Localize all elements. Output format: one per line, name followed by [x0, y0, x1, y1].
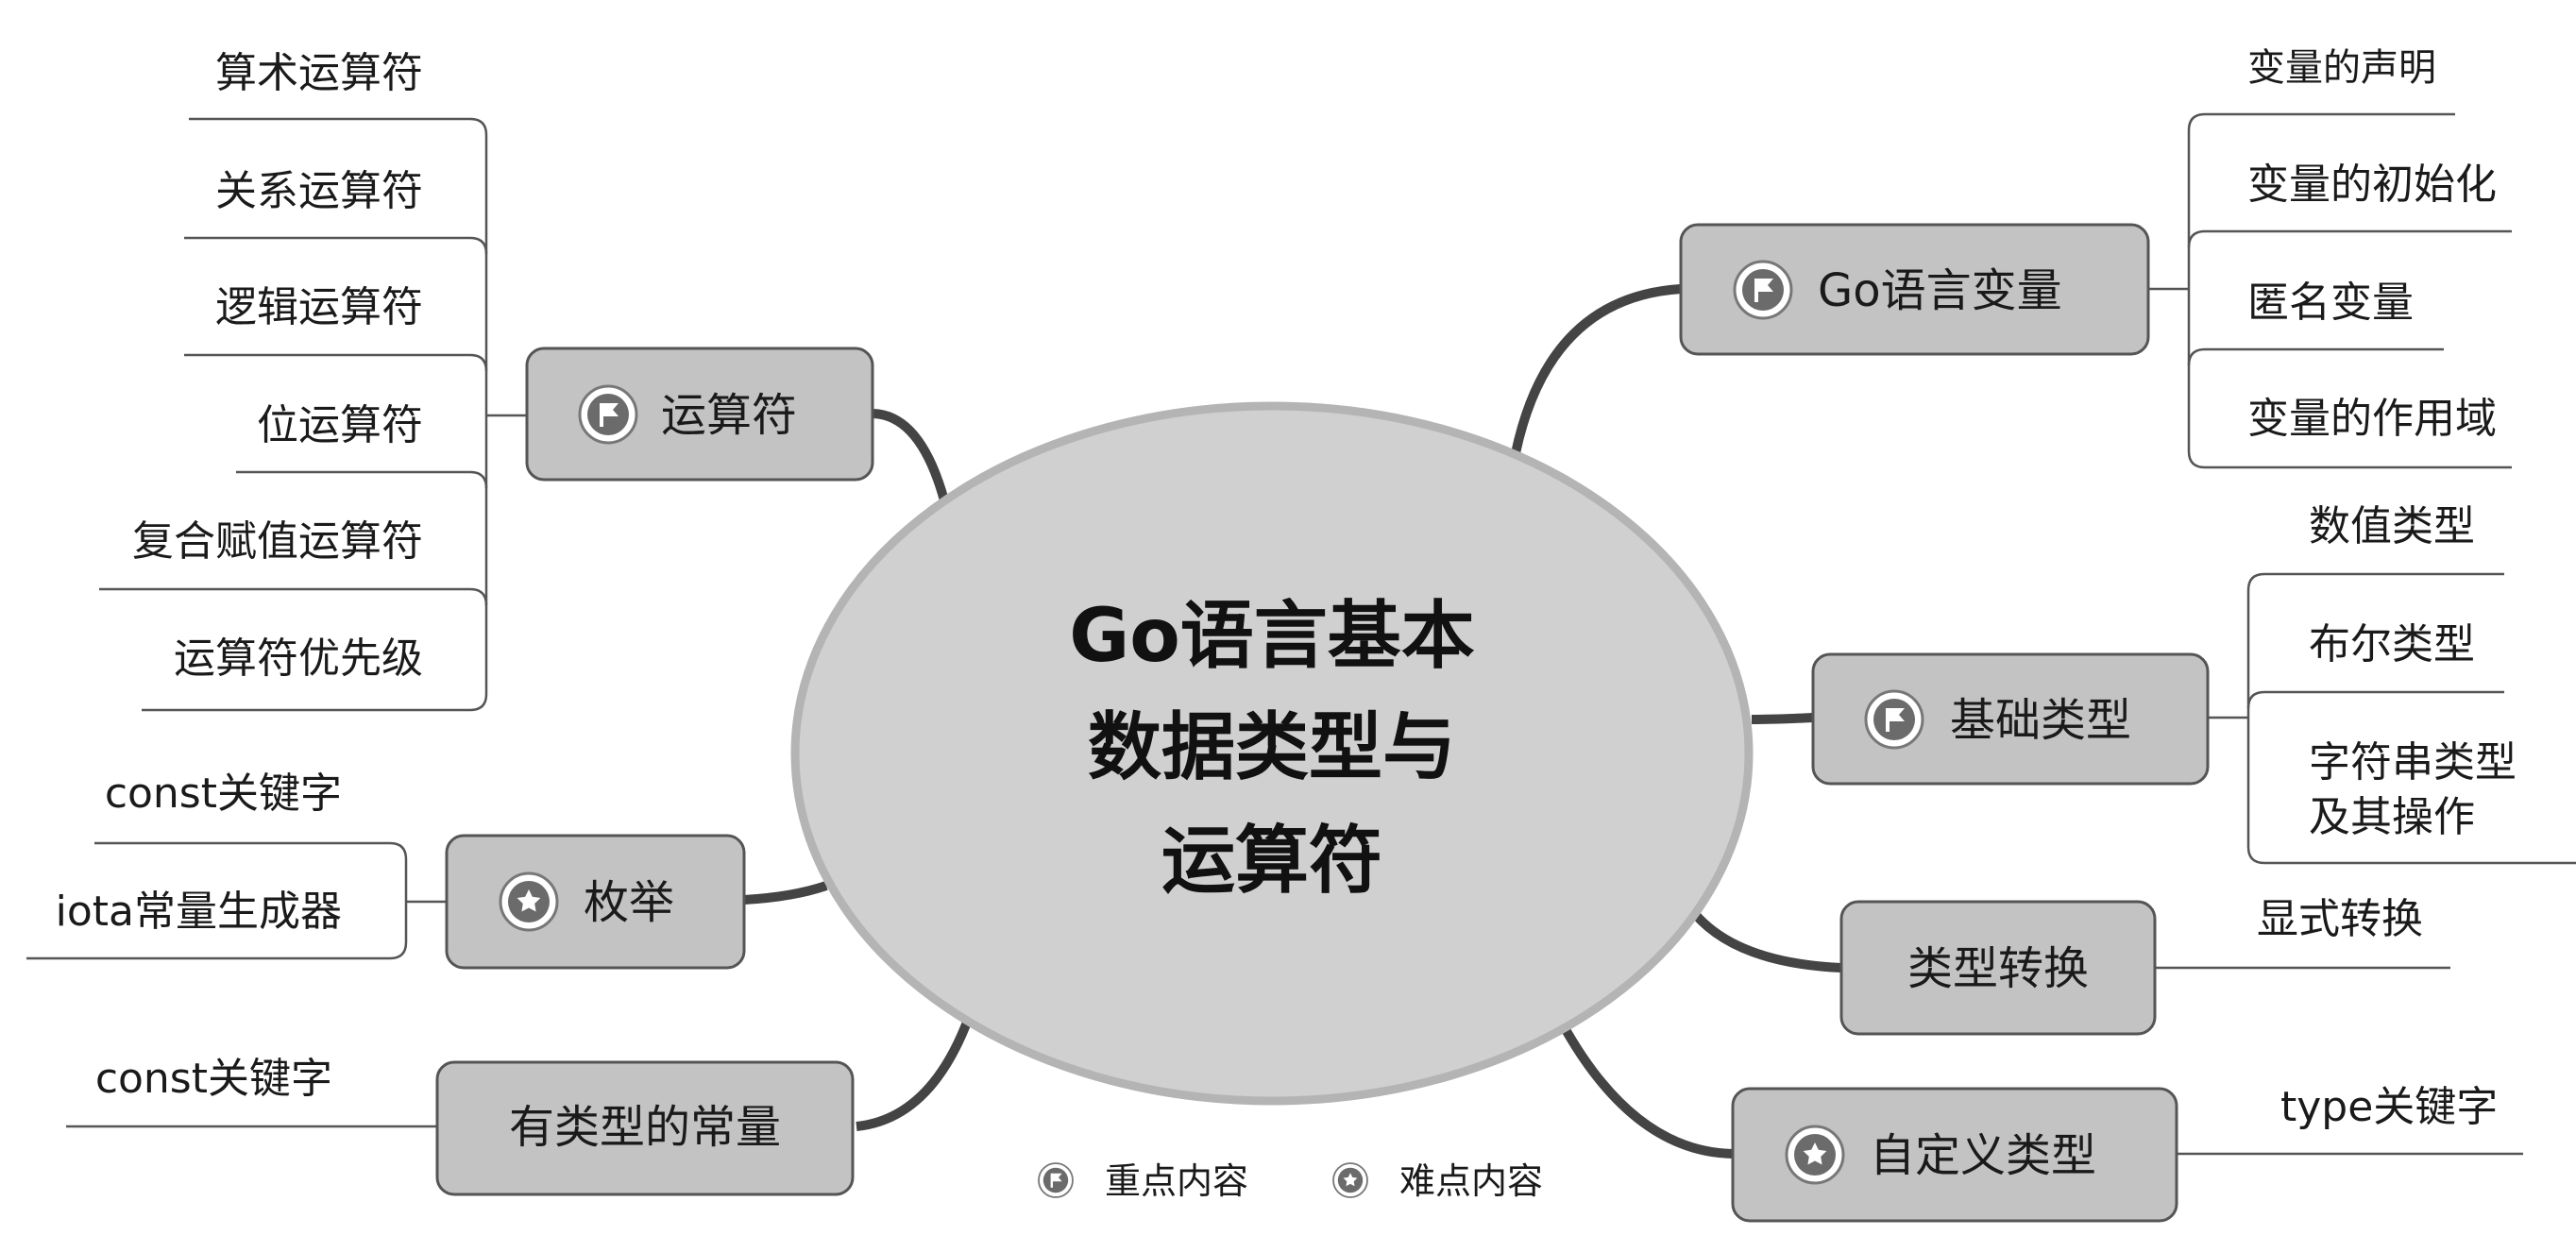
topic-custom-type[interactable]: 自定义类型 — [1731, 1087, 2178, 1223]
sub-topic-item[interactable]: const关键字 — [95, 1055, 332, 1103]
star-icon — [1332, 1162, 1368, 1198]
sub-topic-item[interactable]: 变量的作用域 — [2247, 395, 2497, 443]
central-title-line-3: 运算符 — [1161, 819, 1382, 904]
topic-custom-type-label: 自定义类型 — [1870, 1129, 2096, 1182]
legend-hard-label: 难点内容 — [1399, 1160, 1543, 1202]
topic-operators-label: 运算符 — [661, 389, 797, 442]
topic-basic-types[interactable]: 基础类型 — [1811, 652, 2210, 786]
star-icon — [499, 871, 559, 932]
sub-topic-item[interactable]: 字符串类型及其操作 — [2309, 738, 2517, 841]
flag-icon — [1733, 260, 1793, 320]
connector-variables — [1511, 284, 1682, 455]
topic-conversion-label: 类型转换 — [1907, 942, 2089, 995]
topic-typed-const-label: 有类型的常量 — [509, 1101, 781, 1154]
central-topic-title: Go语言基本 数据类型与 运算符 — [1069, 594, 1475, 904]
sub-topic-item[interactable]: 变量的初始化 — [2247, 161, 2497, 209]
sub-topic-item[interactable]: 显式转换 — [2257, 895, 2423, 943]
connector-enum — [743, 881, 828, 905]
legend: 重点内容 难点内容 — [1037, 1160, 1543, 1202]
connector-conversion — [1691, 910, 1842, 973]
sub-topic-item[interactable]: iota常量生成器 — [56, 888, 342, 936]
sub-topic-item[interactable]: const关键字 — [105, 770, 342, 818]
central-title-line-2: 数据类型与 — [1088, 705, 1456, 790]
flag-icon — [578, 384, 638, 445]
sub-topic-item[interactable]: 逻辑运算符 — [215, 283, 423, 331]
flag-icon — [1864, 689, 1924, 750]
topic-variables-label: Go语言变量 — [1818, 264, 2062, 317]
central-title-line-1: Go语言基本 — [1069, 594, 1475, 679]
topic-typed-const[interactable]: 有类型的常量 — [435, 1060, 855, 1196]
sub-topic-item[interactable]: 位运算符 — [257, 401, 423, 449]
sub-topic-item[interactable]: 布尔类型 — [2309, 620, 2475, 668]
sub-topic-brackets — [26, 112, 2576, 1156]
topic-basic-types-label: 基础类型 — [1950, 694, 2131, 747]
connectors — [743, 284, 1842, 1159]
legend-key-label: 重点内容 — [1105, 1160, 1248, 1202]
connector-typed-const — [856, 1018, 973, 1131]
sub-topic-item[interactable]: 关系运算符 — [215, 167, 423, 215]
sub-topic-item[interactable]: 复合赋值运算符 — [132, 517, 423, 566]
flag-icon — [1037, 1161, 1075, 1199]
sub-topic-item[interactable]: 匿名变量 — [2247, 279, 2414, 327]
topic-enum-label: 枚举 — [584, 876, 674, 929]
topic-variables[interactable]: Go语言变量 — [1679, 223, 2150, 356]
sub-topic-item[interactable]: 算术运算符 — [215, 49, 423, 97]
connector-custom-type — [1558, 1022, 1734, 1159]
sub-topic-item[interactable]: 数值类型 — [2309, 502, 2475, 550]
topic-enum[interactable]: 枚举 — [445, 834, 746, 970]
connector-basic-types — [1751, 713, 1814, 724]
topic-conversion[interactable]: 类型转换 — [1839, 900, 2157, 1036]
central-topic-bubble — [790, 401, 1754, 1106]
star-icon — [1785, 1125, 1845, 1185]
sub-topic-item[interactable]: type关键字 — [2280, 1083, 2498, 1131]
sub-topic-item[interactable]: 变量的声明 — [2247, 46, 2436, 90]
connector-operators — [873, 409, 949, 502]
sub-topic-item[interactable]: 运算符优先级 — [174, 634, 423, 683]
topic-operators[interactable]: 运算符 — [525, 347, 874, 482]
